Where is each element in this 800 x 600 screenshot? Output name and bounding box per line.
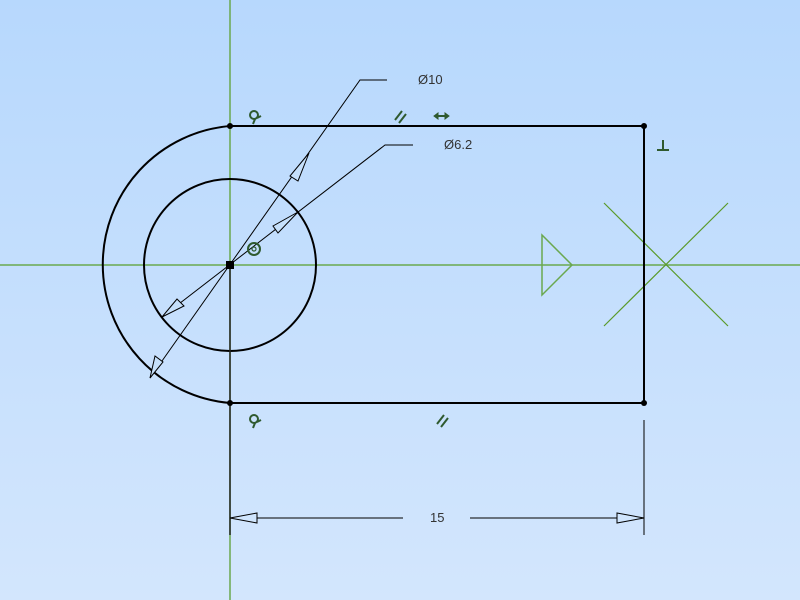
length-label[interactable]: 15 xyxy=(430,510,445,525)
diameter-inner-dimension[interactable] xyxy=(161,144,413,318)
perpendicular-icon[interactable] xyxy=(657,140,669,151)
axis-end-cross-icon xyxy=(603,202,729,327)
outer-arc xyxy=(101,125,231,404)
parallel-icon[interactable] xyxy=(394,110,407,124)
axis-direction-triangle-icon xyxy=(541,233,574,297)
horizontal-icon[interactable] xyxy=(433,112,450,120)
diameter-outer-label[interactable]: Ø10 xyxy=(418,72,443,87)
concentric-icon[interactable] xyxy=(247,242,261,256)
parallel-icon[interactable] xyxy=(436,414,449,428)
diameter-outer-dimension[interactable] xyxy=(149,79,387,379)
tangent-icon[interactable] xyxy=(249,110,262,125)
tangent-icon[interactable] xyxy=(249,414,262,429)
diameter-inner-label[interactable]: Ø6.2 xyxy=(444,137,473,152)
length-dimension[interactable] xyxy=(229,420,645,535)
